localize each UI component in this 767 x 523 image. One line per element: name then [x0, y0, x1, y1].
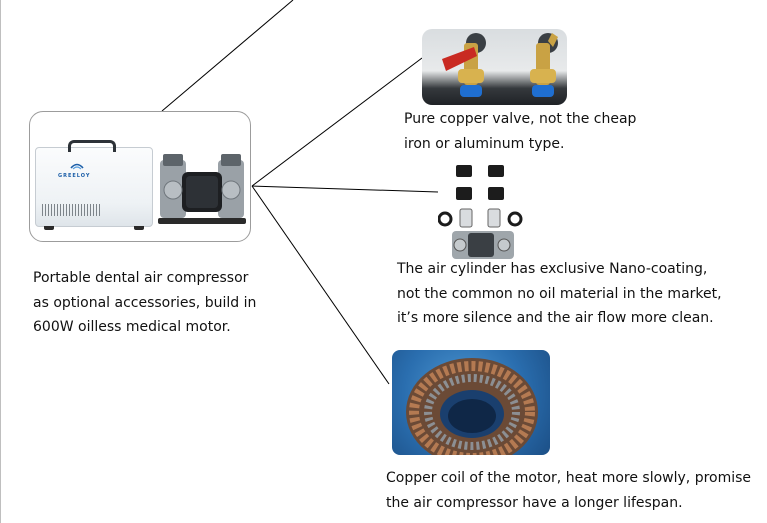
cylinder-caption-line: not the common no oil material in the ma…	[397, 285, 722, 302]
cylinder-caption: The air cylinder has exclusive Nano-coat…	[397, 257, 722, 331]
valve-caption-line: Pure copper valve, not the cheap	[404, 111, 637, 127]
cylinder-caption-line: The air cylinder has exclusive Nano-coat…	[397, 261, 708, 277]
page-left-border	[0, 0, 1, 523]
main-caption-line: Portable dental air compressor	[33, 270, 249, 286]
copper-valve-photo	[422, 29, 567, 105]
valve-caption-line: iron or aluminum type.	[404, 135, 565, 152]
valve-caption: Pure copper valve, not the cheap iron or…	[404, 107, 636, 156]
oilless-motor-image	[158, 154, 246, 224]
cabinet-vents	[42, 204, 102, 216]
coil-caption: Copper coil of the motor, heat more slow…	[386, 466, 751, 515]
cabinet-foot	[134, 226, 144, 230]
cylinder-caption-line: it’s more silence and the air flow more …	[397, 310, 714, 326]
cabinet-foot	[44, 226, 54, 230]
connector-line-top	[161, 0, 294, 112]
connector-line-valves	[251, 57, 423, 187]
main-caption-line: as optional accessories, build in	[33, 294, 257, 311]
cabinet-handle	[68, 140, 116, 152]
copper-coil-photo	[392, 350, 550, 455]
copper-valve-image	[442, 33, 558, 97]
copper-coil-image	[406, 358, 538, 455]
coil-caption-line: the air compressor have a longer lifespa…	[386, 494, 683, 511]
connector-line-coil	[251, 185, 390, 385]
main-caption-line: 600W oilless medical motor.	[33, 319, 231, 335]
compressor-photo: GREELOY	[29, 111, 251, 242]
compressor-cabinet: GREELOY	[35, 140, 153, 230]
brand-logo-icon	[70, 163, 84, 170]
air-cylinder-photo	[438, 161, 523, 261]
main-caption: Portable dental air compressor as option…	[33, 266, 256, 340]
coil-caption-line: Copper coil of the motor, heat more slow…	[386, 470, 752, 486]
air-cylinder-image	[438, 165, 523, 259]
brand-name: GREELOY	[58, 173, 91, 179]
connector-line-cylinder	[251, 185, 439, 193]
